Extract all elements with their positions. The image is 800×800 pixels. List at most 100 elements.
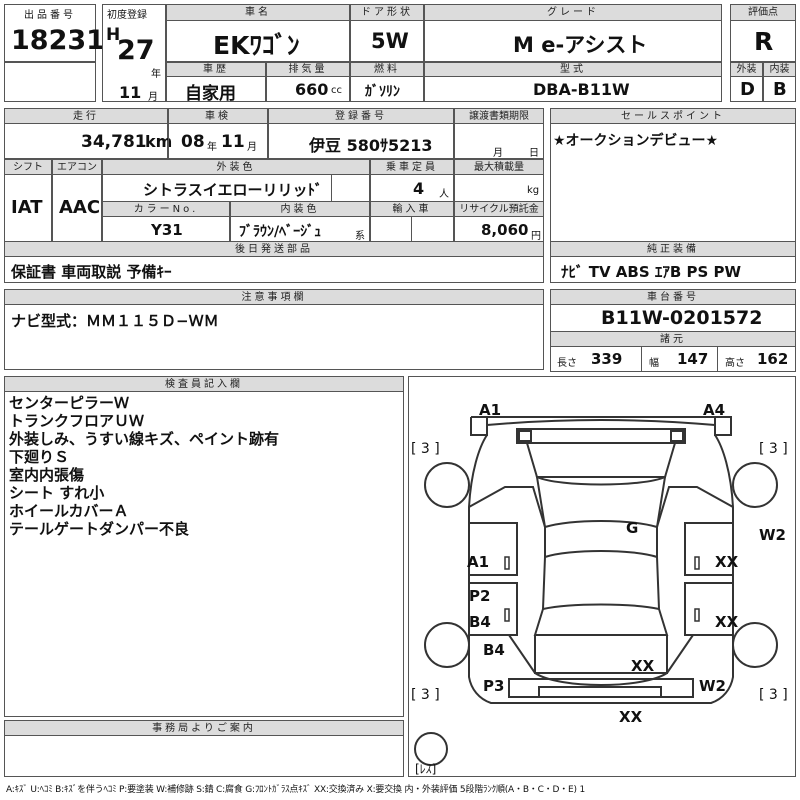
sales-point-cell: ★オークションデビュー★ xyxy=(550,123,796,242)
car-name: EKﾜｺﾞﾝ xyxy=(213,31,300,60)
exterior-grade-cell: D xyxy=(730,76,763,102)
model-code-cell: DBA-B11W xyxy=(424,76,722,102)
right-mirror xyxy=(670,430,684,442)
lot-number: 18231 xyxy=(11,25,105,56)
inspection-year-unit: 年 xyxy=(207,142,217,153)
tread-rear-right: [ 3 ] xyxy=(759,687,788,703)
color-no: Y31 xyxy=(151,221,183,239)
import-cell xyxy=(370,216,412,242)
windshield xyxy=(535,475,667,529)
chassis-cell: B11W-0201572 xyxy=(550,304,796,332)
mileage: 34,781 xyxy=(81,132,147,152)
exterior-color: シトラスイエローリリッﾄﾞ xyxy=(143,181,323,199)
mark-a4-front: A4 xyxy=(703,401,725,419)
transfer-deadline-label: 譲渡書類期限 xyxy=(454,108,544,124)
genuine-equipment-cell: ﾅﾋﾞ TV ABS ｴｱB PS PW xyxy=(550,256,796,283)
fuel-cell: ｶﾞｿﾘﾝ xyxy=(350,76,424,102)
genuine-equipment-label: 純正装備 xyxy=(550,241,796,257)
mark-xx-tailgate: XX xyxy=(631,657,655,675)
office-notes-label: 事務局よりご案内 xyxy=(4,720,404,736)
registration-no-label: 登録番号 xyxy=(268,108,454,124)
score: R xyxy=(754,27,774,56)
displacement: 660 xyxy=(295,80,329,99)
mileage-unit: km xyxy=(145,132,173,151)
first-registration-cell: 初度登録 H 27 年 11 月 xyxy=(102,4,166,103)
car-body xyxy=(468,434,734,704)
mark-b4-lower: B4 xyxy=(483,641,505,659)
shift-cell: IAT xyxy=(4,174,52,242)
damage-diagram: A1 A4 G W2 A1 XX P2 B4 XX B4 XX P3 W2 XX… xyxy=(408,376,796,777)
mark-xx-right-rear: XX xyxy=(715,613,739,631)
left-mirror xyxy=(518,430,532,442)
notes-cell: ナビ型式：ＭＭ１１５Ｄ−ＷＭ xyxy=(4,304,544,370)
door-type-cell: 5W xyxy=(350,20,424,62)
model-code: DBA-B11W xyxy=(533,80,630,99)
exterior-color-extra xyxy=(331,174,370,202)
door-type-label: ドア形状 xyxy=(350,4,424,21)
recycle-unit: 円 xyxy=(531,231,541,242)
height-label: 高さ xyxy=(725,358,745,369)
first-registration-label: 初度登録 xyxy=(107,10,147,21)
score-label: 評価点 xyxy=(730,4,796,21)
inspector-lines: センターピラーＷ トランクフロアＵＷ 外装しみ、うすい線キズ、ペイント跡有 下廻… xyxy=(9,394,279,538)
inspector-line: 室内内張傷 xyxy=(9,466,85,484)
car-name-cell: EKﾜｺﾞﾝ xyxy=(166,20,350,62)
inspector-line: トランクフロアＵＷ xyxy=(9,412,145,430)
inspector-line: テールゲートダンパー不良 xyxy=(9,520,190,538)
bonnet xyxy=(525,442,677,478)
legend: A:ｷｽﾞ U:ﾍｺﾐ B:ｷｽﾞを伴うﾍｺﾐ P:要塗装 W:補修跡 S:錆 … xyxy=(6,785,585,795)
recycle-label: リサイクル預託金 xyxy=(454,201,544,217)
displacement-label: 排気量 xyxy=(266,62,350,77)
max-load-unit: kg xyxy=(527,185,540,196)
displacement-cell: 660 cc xyxy=(266,76,350,102)
inspector-line: ホイールカバーＡ xyxy=(9,502,129,520)
rear-glass xyxy=(533,608,669,636)
mark-w2-lower: W2 xyxy=(699,677,726,695)
interior-grade-label: 内装 xyxy=(763,62,796,77)
car-name-label: 車名 xyxy=(166,4,350,21)
mileage-cell: 34,781 km xyxy=(4,123,172,159)
interior-color-suffix: 系 xyxy=(355,231,365,242)
wheel-front-right xyxy=(732,462,778,508)
mark-a1-front: A1 xyxy=(479,401,501,419)
aircon: AAC xyxy=(59,197,101,218)
car-diagram-svg: A1 A4 G W2 A1 XX P2 B4 XX B4 XX P3 W2 XX… xyxy=(411,401,788,776)
tread-front-left: [ 3 ] xyxy=(411,441,440,457)
inspection-cell: 08 年 11 月 xyxy=(168,123,268,159)
registration-month: 11 xyxy=(119,83,142,102)
capacity: 4 xyxy=(413,179,425,198)
aircon-cell: AAC xyxy=(52,174,102,242)
registration-no-cell: 伊豆 580ｻ5213 xyxy=(268,123,454,159)
fuel-label: 燃料 xyxy=(350,62,424,77)
mark-xx-right-front: XX xyxy=(715,553,739,571)
height: 162 xyxy=(757,350,789,368)
capacity-label: 乗車定員 xyxy=(370,159,454,175)
sales-point-label: セールスポイント xyxy=(550,108,796,124)
notes: ナビ型式：ＭＭ１１５Ｄ−ＷＭ xyxy=(11,312,219,330)
lot-number-label: 出品番号 xyxy=(24,10,76,21)
tread-rear-left: [ 3 ] xyxy=(411,687,440,703)
genuine-equipment: ﾅﾋﾞ TV ABS ｴｱB PS PW xyxy=(561,263,742,281)
mark-a1-left: A1 xyxy=(467,553,489,571)
bonnet-trim xyxy=(516,428,686,444)
interior-color: ﾌﾞﾗｳﾝ/ﾍﾞｰｼﾞｭ xyxy=(239,224,322,240)
length: 339 xyxy=(591,350,623,368)
license-plate xyxy=(538,686,662,698)
import-label: 輸入車 xyxy=(370,201,454,217)
mark-p3: P3 xyxy=(483,677,504,695)
history: 自家用 xyxy=(185,84,236,104)
exterior-grade: D xyxy=(740,79,755,100)
tread-front-right: [ 3 ] xyxy=(759,441,788,457)
length-label: 長さ xyxy=(557,358,577,369)
lot-number-blank xyxy=(4,62,96,102)
interior-grade: B xyxy=(773,79,787,100)
model-code-label: 型式 xyxy=(424,62,722,77)
specs-cell: 長さ 339 幅 147 高さ 162 xyxy=(550,346,796,372)
shift-label: シフト xyxy=(4,159,52,175)
rear-bumper xyxy=(508,678,694,698)
right-front-door xyxy=(684,522,734,576)
inspector-cell: センターピラーＷ トランクフロアＵＷ 外装しみ、うすい線キズ、ペイント跡有 下廻… xyxy=(4,391,404,717)
spec-divider-2 xyxy=(717,346,718,372)
mileage-label: 走行 xyxy=(4,108,168,124)
inspection-month: 11 xyxy=(221,132,245,152)
